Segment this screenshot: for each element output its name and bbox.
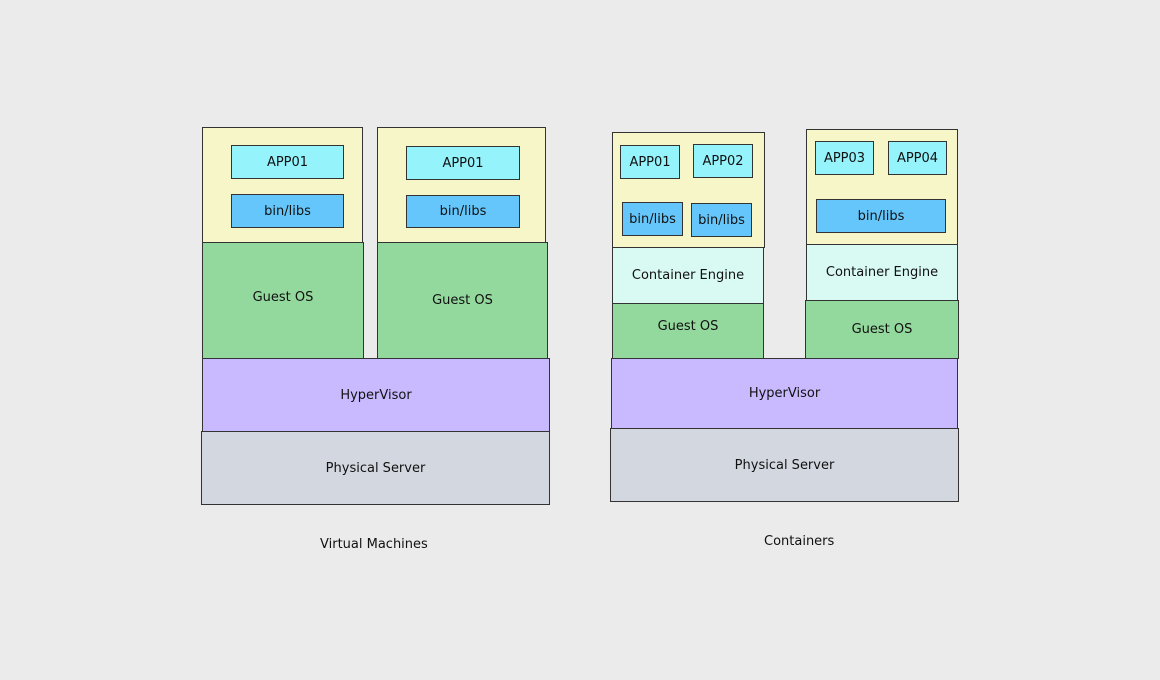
container-host1-libs1: bin/libs [622,202,683,236]
container-host2-app2: APP04 [888,141,947,175]
container-host1-app2: APP02 [693,144,753,178]
containers-caption: Containers [764,534,835,549]
vm1-app-box: APP01 [231,145,344,179]
vm1-libs-box: bin/libs [231,194,344,228]
vm-caption: Virtual Machines [320,537,428,552]
vm-hypervisor: HyperVisor [202,358,550,432]
container-hypervisor: HyperVisor [611,358,958,429]
container-host2-guest-os: Guest OS [805,300,959,359]
vm2-guest-os: Guest OS [377,242,548,359]
container-host2-app1: APP03 [815,141,874,175]
container-host1-engine: Container Engine [612,247,764,304]
container-host2-libs: bin/libs [816,199,946,233]
container-host1-app1: APP01 [620,145,680,179]
container-host1-libs2: bin/libs [691,203,752,237]
vm2-app-box: APP01 [406,146,520,180]
container-host2-engine: Container Engine [806,244,958,301]
vm-physical-server: Physical Server [201,431,550,505]
container-physical-server: Physical Server [610,428,959,502]
vm1-guest-os: Guest OS [202,242,364,359]
container-host1-guest-os: Guest OS [612,303,764,359]
vm2-libs-box: bin/libs [406,195,520,228]
